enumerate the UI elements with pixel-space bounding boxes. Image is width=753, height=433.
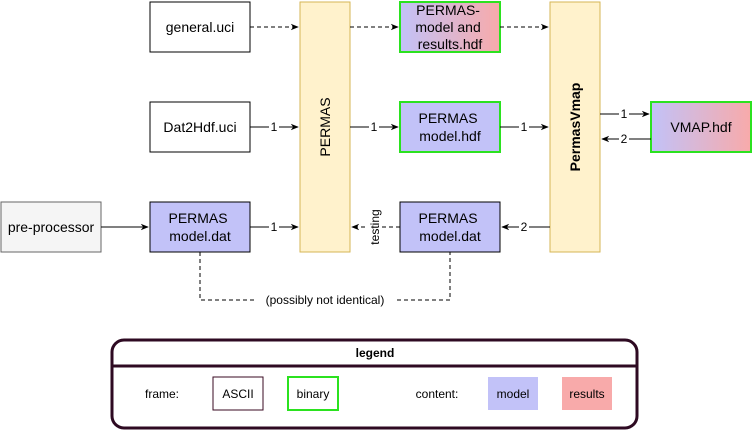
edge-label-bg: [269, 219, 279, 234]
legend-results-swatch: results: [562, 377, 612, 410]
edge-label-bg: [368, 205, 382, 247]
edge-label-bg: [619, 106, 629, 121]
edge-label-bg: [519, 219, 529, 234]
edge-label-bg: [255, 292, 395, 308]
model-results-hdf-line2: model and: [415, 19, 480, 35]
edge-not-identical-bracket: [199, 252, 451, 301]
pre-processor-label: pre-processor: [8, 219, 95, 235]
model-dat-output-label: PERMAS model.dat: [418, 210, 481, 244]
permasvmap-process-label: PermasVmap: [567, 83, 583, 172]
edge-label-not-identical: (possibly not identical): [266, 293, 385, 307]
edge-label-bg: [369, 119, 379, 134]
legend-ascii-label: ASCII: [222, 387, 253, 401]
model-dat-input-line1: PERMAS: [168, 210, 227, 226]
permas-process-label: PERMAS: [317, 97, 333, 156]
dat2hdf-uci-node[interactable]: Dat2Hdf.uci: [149, 101, 251, 153]
legend-title: legend: [356, 346, 395, 360]
legend-ascii-swatch: ASCII: [212, 376, 264, 411]
legend-content-label: content:: [416, 387, 459, 401]
edge-label-bg: [519, 119, 529, 134]
edge-label-permasvmap-to-model-dat-output: 2: [521, 220, 528, 234]
general-uci-node[interactable]: general.uci: [149, 1, 251, 53]
model-hdf-line1: PERMAS: [418, 110, 477, 126]
permasvmap-process-node[interactable]: PermasVmap: [549, 1, 601, 253]
legend-model-swatch: model: [488, 377, 538, 410]
model-hdf-line2: model.hdf: [419, 128, 481, 144]
model-dat-output-line2: model.dat: [419, 228, 481, 244]
legend-results-label: results: [569, 387, 604, 401]
vmap-hdf-node[interactable]: VMAP.hdf: [650, 101, 752, 153]
legend-frame-label: frame:: [145, 387, 179, 401]
edge-label-dat2hdf-to-permas: 1: [271, 120, 278, 134]
edge-label-testing: testing: [368, 209, 382, 244]
edge-label-permas-to-model-hdf: 1: [371, 120, 378, 134]
edge-label-vmap-hdf-to-permasvmap: 2: [621, 132, 628, 146]
model-dat-input-label: PERMAS model.dat: [168, 210, 231, 244]
model-results-hdf-label: PERMAS- model and results.hdf: [415, 2, 484, 52]
edge-label-permasvmap-to-vmap-hdf: 1: [621, 107, 628, 121]
legend-binary-label: binary: [297, 387, 330, 401]
edge-label-model-hdf-to-permasvmap: 1: [521, 120, 528, 134]
legend-binary-swatch: binary: [287, 376, 339, 411]
model-dat-input-node[interactable]: PERMAS model.dat: [149, 201, 251, 253]
pre-processor-node[interactable]: pre-processor: [0, 201, 102, 253]
model-dat-output-node[interactable]: PERMAS model.dat: [399, 201, 501, 253]
general-uci-label: general.uci: [166, 19, 235, 35]
model-results-hdf-line1: PERMAS-: [416, 2, 480, 18]
legend-panel: legend frame: ASCII binary content: mode…: [110, 338, 639, 430]
model-results-hdf-node[interactable]: PERMAS- model and results.hdf: [399, 1, 501, 53]
model-dat-input-line2: model.dat: [169, 228, 231, 244]
edge-label-model-dat-input-to-permas: 1: [271, 220, 278, 234]
model-hdf-label: PERMAS model.hdf: [418, 110, 481, 144]
legend-model-label: model: [497, 387, 530, 401]
edge-label-bg: [269, 119, 279, 134]
model-dat-output-line1: PERMAS: [418, 210, 477, 226]
model-hdf-node[interactable]: PERMAS model.hdf: [399, 101, 501, 153]
permas-process-node[interactable]: PERMAS: [299, 1, 351, 253]
model-results-hdf-line3: results.hdf: [418, 36, 483, 52]
edge-label-bg: [619, 131, 629, 146]
vmap-hdf-label: VMAP.hdf: [670, 119, 731, 135]
dat2hdf-uci-label: Dat2Hdf.uci: [163, 119, 236, 135]
